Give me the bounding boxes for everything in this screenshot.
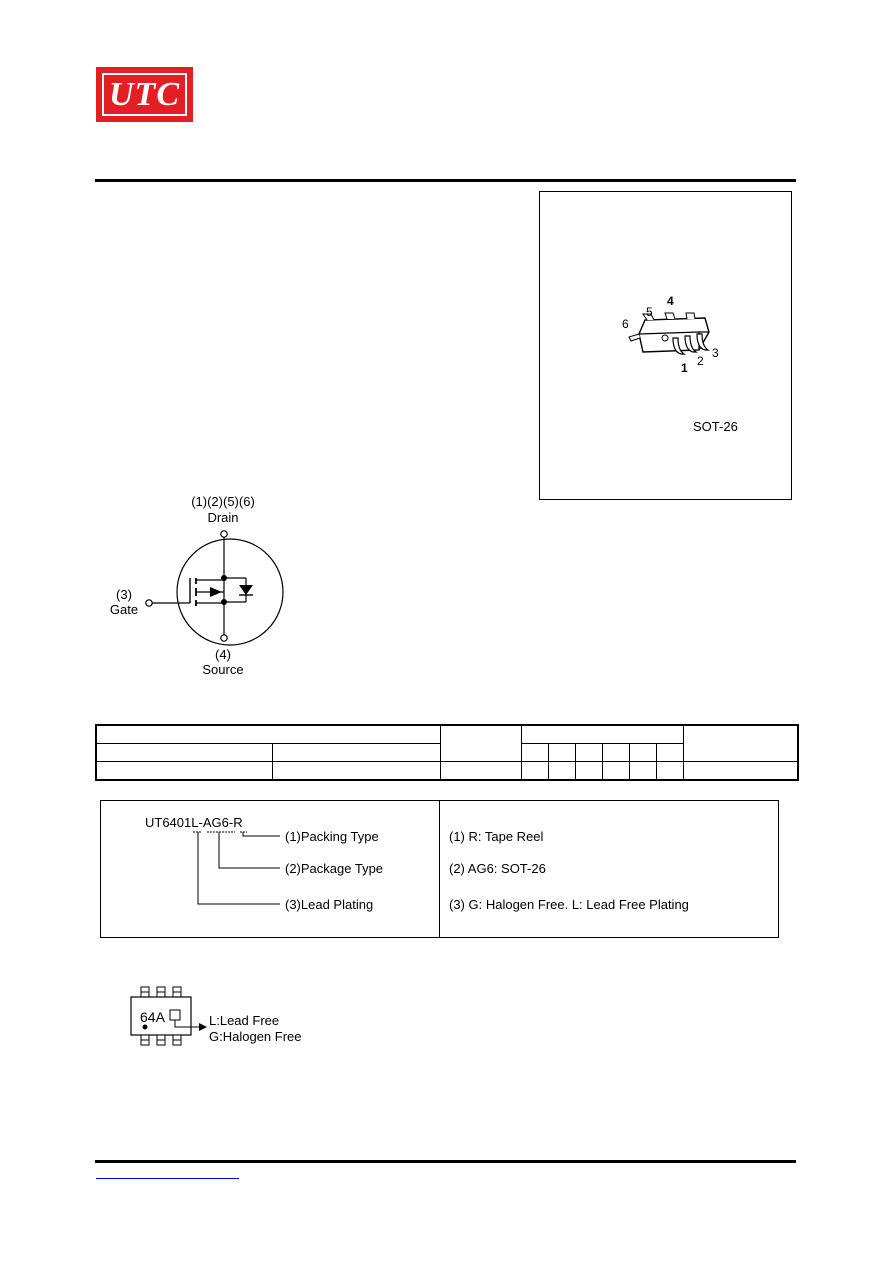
pin-2-label: 2 — [697, 354, 704, 368]
table-cell — [271, 743, 441, 762]
footer-link-underline[interactable] — [96, 1178, 239, 1179]
table-cell — [95, 743, 273, 762]
part-base: UT6401 — [145, 815, 192, 830]
table-cell — [628, 761, 657, 781]
source-label: Source — [202, 662, 244, 677]
gate-pins-label: (3) — [116, 587, 132, 602]
desc-package-type: (2) AG6: SOT-26 — [449, 861, 546, 876]
desc-packing-type: (1) R: Tape Reel — [449, 829, 544, 844]
ordering-code-leaders — [193, 831, 280, 905]
table-cell — [628, 743, 657, 762]
ordering-code-divider — [439, 800, 440, 938]
table-cell — [520, 724, 684, 744]
table-cell — [520, 743, 549, 762]
marking-diagram — [130, 986, 207, 1046]
table-cell — [520, 761, 549, 781]
header-rule — [95, 179, 796, 182]
table-cell — [547, 761, 576, 781]
footer-rule — [95, 1160, 796, 1163]
seg-plating: L — [191, 815, 199, 830]
table-cell — [439, 761, 522, 781]
drain-pins-label: (1)(2)(5)(6) — [191, 494, 255, 509]
table-cell — [655, 761, 684, 781]
drain-label: Drain — [207, 510, 239, 525]
label-package-type: (2)Package Type — [285, 861, 384, 876]
package-box — [539, 191, 792, 500]
desc-lead-plating: (3) G: Halogen Free. L: Lead Free Platin… — [449, 897, 689, 912]
marking-code: 64A — [140, 1009, 165, 1025]
label-packing-type: (1)Packing Type — [285, 829, 379, 844]
table-cell — [682, 761, 800, 781]
label-lead-plating: (3)Lead Plating — [285, 897, 374, 912]
pin-6-label: 6 — [622, 317, 629, 331]
pin-4-label: 4 — [667, 294, 674, 308]
marking-legend-lead-free: L:Lead Free — [209, 1013, 280, 1028]
seg-sep-2: - — [228, 815, 234, 830]
utc-logo: UTC — [96, 67, 193, 122]
table-cell — [547, 743, 576, 762]
seg-packing: R — [233, 815, 243, 830]
table-cell — [574, 761, 603, 781]
package-name: SOT-26 — [693, 419, 738, 434]
pin-5-label: 5 — [646, 305, 653, 319]
pin-1-label: 1 — [681, 361, 688, 375]
table-cell — [95, 761, 273, 781]
table-cell — [655, 743, 684, 762]
sot26-package-drawing — [628, 312, 710, 355]
seg-sep-1: - — [198, 815, 203, 830]
gate-label: Gate — [109, 602, 139, 617]
seg-package: AG6 — [202, 815, 229, 830]
logo-text: UTC — [102, 73, 187, 116]
table-cell — [439, 724, 522, 762]
source-pins-label: (4) — [215, 647, 231, 662]
table-cell — [601, 761, 630, 781]
part-number: UT6401L-AG6-R — [145, 815, 243, 830]
ordering-table — [95, 724, 800, 781]
table-cell — [574, 743, 603, 762]
marking-legend-halogen-free: G:Halogen Free — [209, 1029, 302, 1044]
table-cell — [601, 743, 630, 762]
table-cell — [271, 761, 441, 781]
pin-3-label: 3 — [712, 346, 719, 360]
table-cell — [682, 724, 800, 762]
table-cell — [95, 724, 441, 744]
mosfet-symbol — [145, 530, 284, 646]
